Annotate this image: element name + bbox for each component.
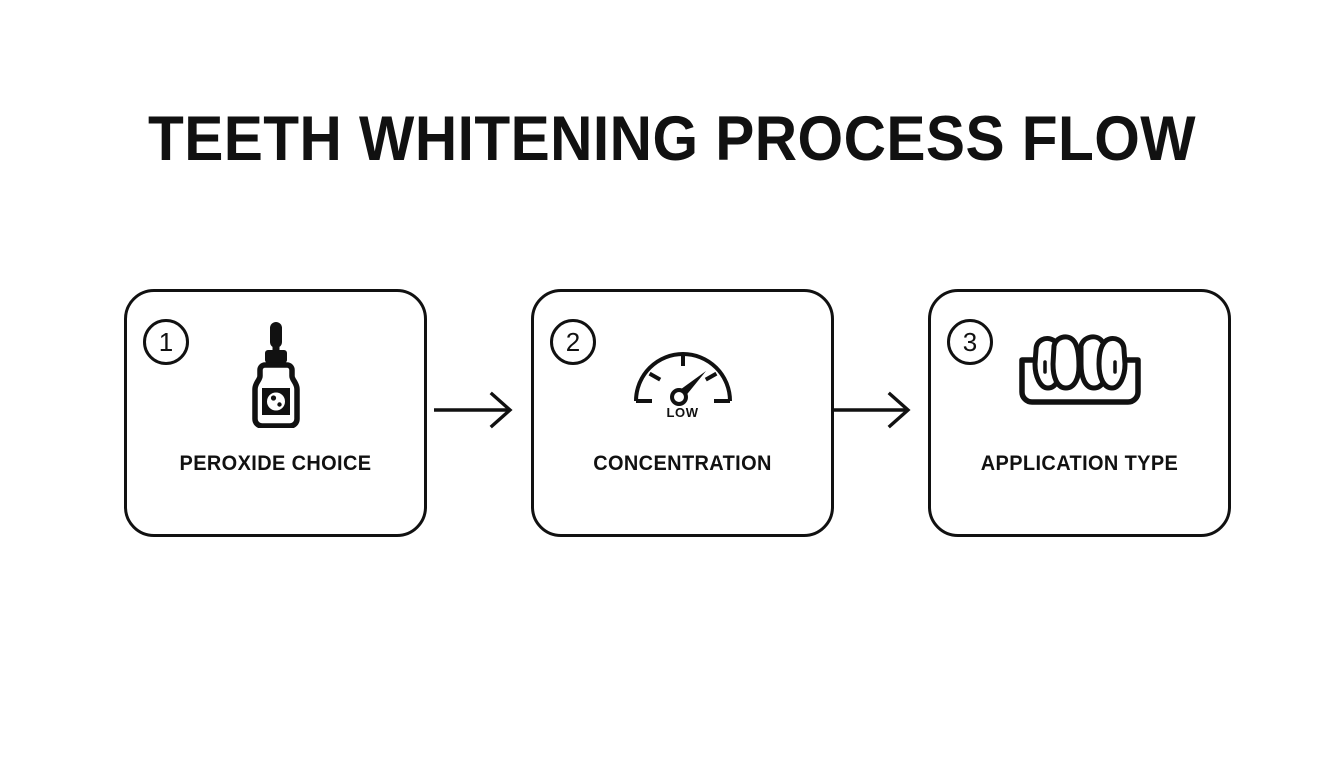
process-flow: 1 PEROXIDE CHOICE	[0, 289, 1344, 539]
step-label: PEROXIDE CHOICE	[179, 452, 372, 475]
step-card-concentration[interactable]: 2 LOW CONCENTRATION	[531, 289, 834, 537]
step-number-badge: 2	[550, 319, 596, 365]
gauge-reading-label: LOW	[666, 405, 699, 420]
dropper-bottle-icon	[127, 314, 424, 434]
step-card-application-type[interactable]: 3 APPLICATION TYP	[928, 289, 1231, 537]
step-number-badge: 3	[947, 319, 993, 365]
gauge-icon	[534, 314, 831, 434]
arrow-step-1-to-2	[434, 389, 524, 431]
step-card-peroxide-choice[interactable]: 1 PEROXIDE CHOICE	[124, 289, 427, 537]
step-label: APPLICATION TYPE	[980, 452, 1179, 475]
dental-tray-teeth-icon	[931, 314, 1228, 434]
step-label: CONCENTRATION	[593, 452, 772, 475]
arrow-step-2-to-3	[832, 389, 922, 431]
step-number-badge: 1	[143, 319, 189, 365]
page-title: TEETH WHITENING PROCESS FLOW	[147, 104, 1197, 174]
